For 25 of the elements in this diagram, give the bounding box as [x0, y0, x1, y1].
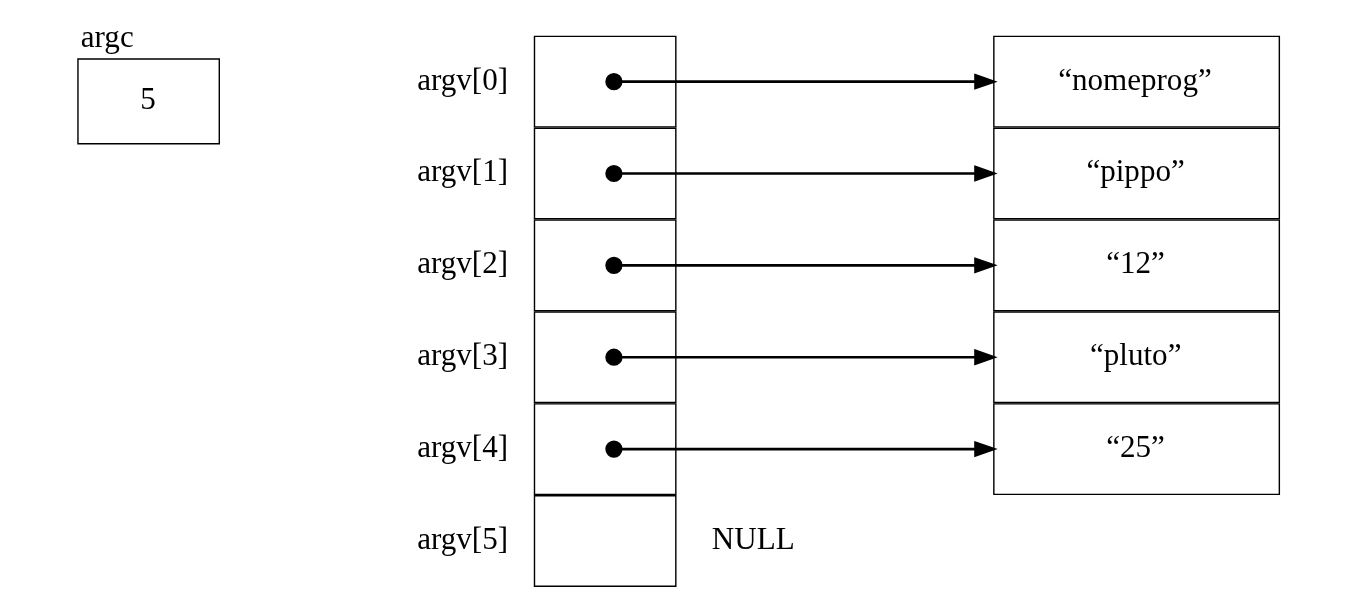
- node-box: [533, 127, 677, 220]
- node-label: NULL: [711, 520, 795, 556]
- arrow: [604, 256, 998, 274]
- arrow: [604, 164, 998, 183]
- node-label: argv[2]: [416, 245, 508, 281]
- arrow: [604, 348, 998, 366]
- node-box: [533, 35, 677, 128]
- arrow: [604, 73, 998, 91]
- node-label: argv[4]: [416, 429, 508, 465]
- node-label: argv[1]: [416, 153, 508, 189]
- node-box: [533, 495, 677, 587]
- arrow: [604, 440, 998, 458]
- node-box: [533, 219, 677, 312]
- node-label: argv[3]: [416, 337, 508, 373]
- node-box: “nomeprog”: [992, 35, 1280, 128]
- node-label: argv[5]: [416, 520, 508, 556]
- node-box: “pluto”: [992, 311, 1280, 404]
- node-box: “25”: [992, 403, 1280, 496]
- node-box: “12”: [992, 219, 1280, 312]
- node-box: [533, 403, 677, 496]
- node-label: argc: [80, 19, 134, 55]
- node-label: argv[0]: [416, 61, 508, 97]
- node-box: 5: [76, 58, 220, 145]
- node-box: “pippo”: [992, 127, 1280, 220]
- node-box: [533, 311, 677, 404]
